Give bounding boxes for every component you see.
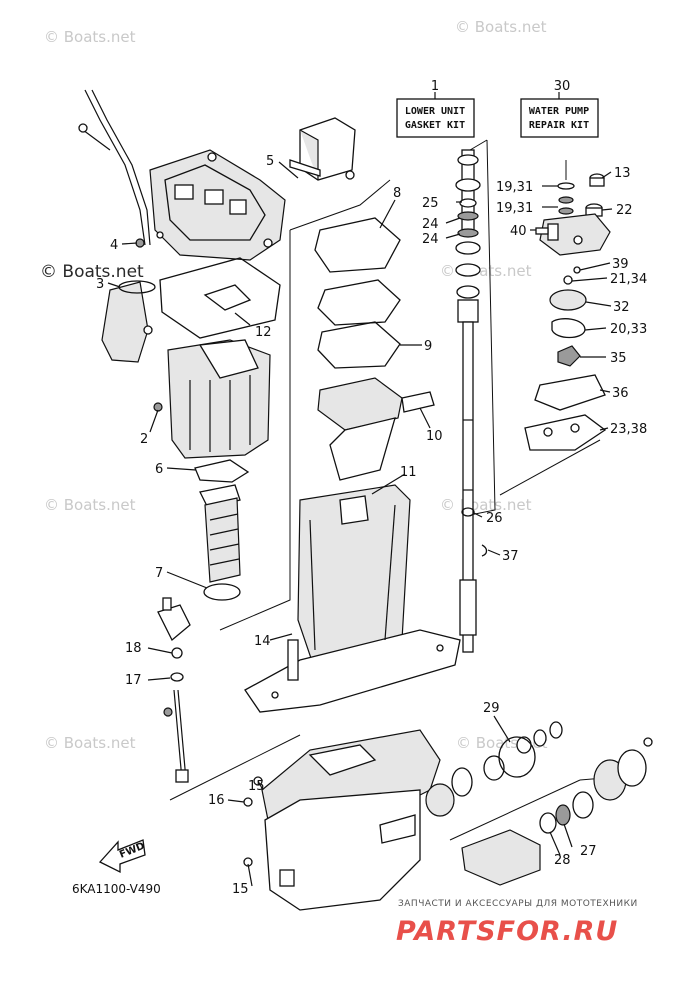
- watermark: © Boats.net: [44, 496, 136, 514]
- gasket-12: [159, 257, 281, 339]
- exhaust-guide: [317, 377, 435, 481]
- kit-line-2: REPAIR KIT: [529, 120, 589, 131]
- oil-pan: [167, 339, 271, 459]
- callout-1: 1: [431, 79, 439, 94]
- callout-3: 3: [96, 277, 104, 292]
- bracket: [289, 117, 356, 181]
- upper-casing: [149, 149, 286, 261]
- gear-assembly: [425, 721, 653, 886]
- water-pump: [524, 173, 611, 451]
- callout-24: 24: [422, 217, 439, 232]
- callout-26: 26: [486, 511, 503, 526]
- callout-22: 22: [616, 203, 633, 218]
- shop-logo[interactable]: PARTSFOR.RU: [396, 916, 618, 947]
- kit-line-1: WATER PUMP: [529, 106, 589, 117]
- callout-15: 15: [248, 779, 265, 794]
- watermark: © Boats.net: [440, 262, 532, 280]
- callout-6: 6: [155, 462, 163, 477]
- callout-36: 37: [502, 549, 519, 564]
- watermark: © Boats.net: [44, 734, 136, 752]
- callout-30: 30: [554, 79, 571, 94]
- gasket-6: [194, 459, 250, 483]
- callout-13: 13: [614, 166, 631, 181]
- shop-tagline: ЗАПЧАСТИ И АКСЕССУАРЫ ДЛЯ МОТОТЕХНИКИ: [398, 899, 638, 909]
- callout-17: 17: [125, 673, 142, 688]
- gasket-9: [317, 321, 401, 369]
- gasket-8: [314, 217, 401, 273]
- callout-11: 11: [400, 465, 417, 480]
- callout-23-38: 23,38: [610, 422, 647, 437]
- kit-line-2: GASKET KIT: [405, 120, 465, 131]
- callout-2: 2: [140, 432, 148, 447]
- drive-shaft: [455, 149, 481, 653]
- oil-strainer: [101, 281, 153, 363]
- callout-24b: 24: [422, 232, 439, 247]
- callout-29: 29: [483, 701, 500, 716]
- lower-unit-gasket-kit-box: LOWER UNIT GASKET KIT: [396, 98, 475, 138]
- callout-9: 9: [424, 339, 432, 354]
- o-ring-26: [461, 507, 475, 517]
- callout-19-31b: 19,31: [496, 201, 533, 216]
- muffler: [199, 484, 241, 583]
- watermark: © Boats.net: [455, 18, 547, 36]
- callout-27: 27: [580, 844, 597, 859]
- washer: [135, 238, 145, 248]
- callout-15b: 15: [232, 882, 249, 897]
- callout-35: 35: [610, 351, 627, 366]
- fwd-arrow: FWD: [98, 839, 146, 874]
- diagram-code: 6KA1100-V490: [72, 882, 161, 896]
- dipstick-tube: [84, 89, 146, 246]
- callout-32: 32: [613, 300, 630, 315]
- lower-casing: [243, 729, 441, 911]
- drive-shaft-housing: [244, 484, 461, 713]
- bolt: [78, 123, 88, 133]
- callout-7: 7: [155, 566, 163, 581]
- callout-10: 10: [426, 429, 443, 444]
- callout-37: 36: [612, 386, 629, 401]
- callout-8: 8: [393, 186, 401, 201]
- shift-rod: [157, 597, 191, 783]
- callout-16: 16: [208, 793, 225, 808]
- callout-5: 5: [266, 154, 274, 169]
- bolt: [153, 402, 163, 412]
- callout-12: 12: [255, 325, 272, 340]
- water-pump-repair-kit-box: WATER PUMP REPAIR KIT: [520, 98, 599, 138]
- gasket-upper: [317, 279, 401, 326]
- callout-25: 25: [422, 196, 439, 211]
- watermark: © Boats.net: [44, 28, 136, 46]
- callout-4: 4: [110, 238, 118, 253]
- callout-21-34: 21,34: [610, 272, 647, 287]
- watermark: © Boats.net: [40, 262, 144, 282]
- callout-18: 18: [125, 641, 142, 656]
- gasket-7: [203, 583, 241, 601]
- clip-36: [481, 544, 488, 557]
- callout-39: 39: [612, 257, 629, 272]
- callout-20-33: 20,33: [610, 322, 647, 337]
- callout-14: 14: [254, 634, 271, 649]
- callout-19-31: 19,31: [496, 180, 533, 195]
- kit-line-1: LOWER UNIT: [405, 106, 465, 117]
- callout-40: 40: [510, 224, 527, 239]
- callout-28: 28: [554, 853, 571, 868]
- bolt-40: [535, 227, 549, 235]
